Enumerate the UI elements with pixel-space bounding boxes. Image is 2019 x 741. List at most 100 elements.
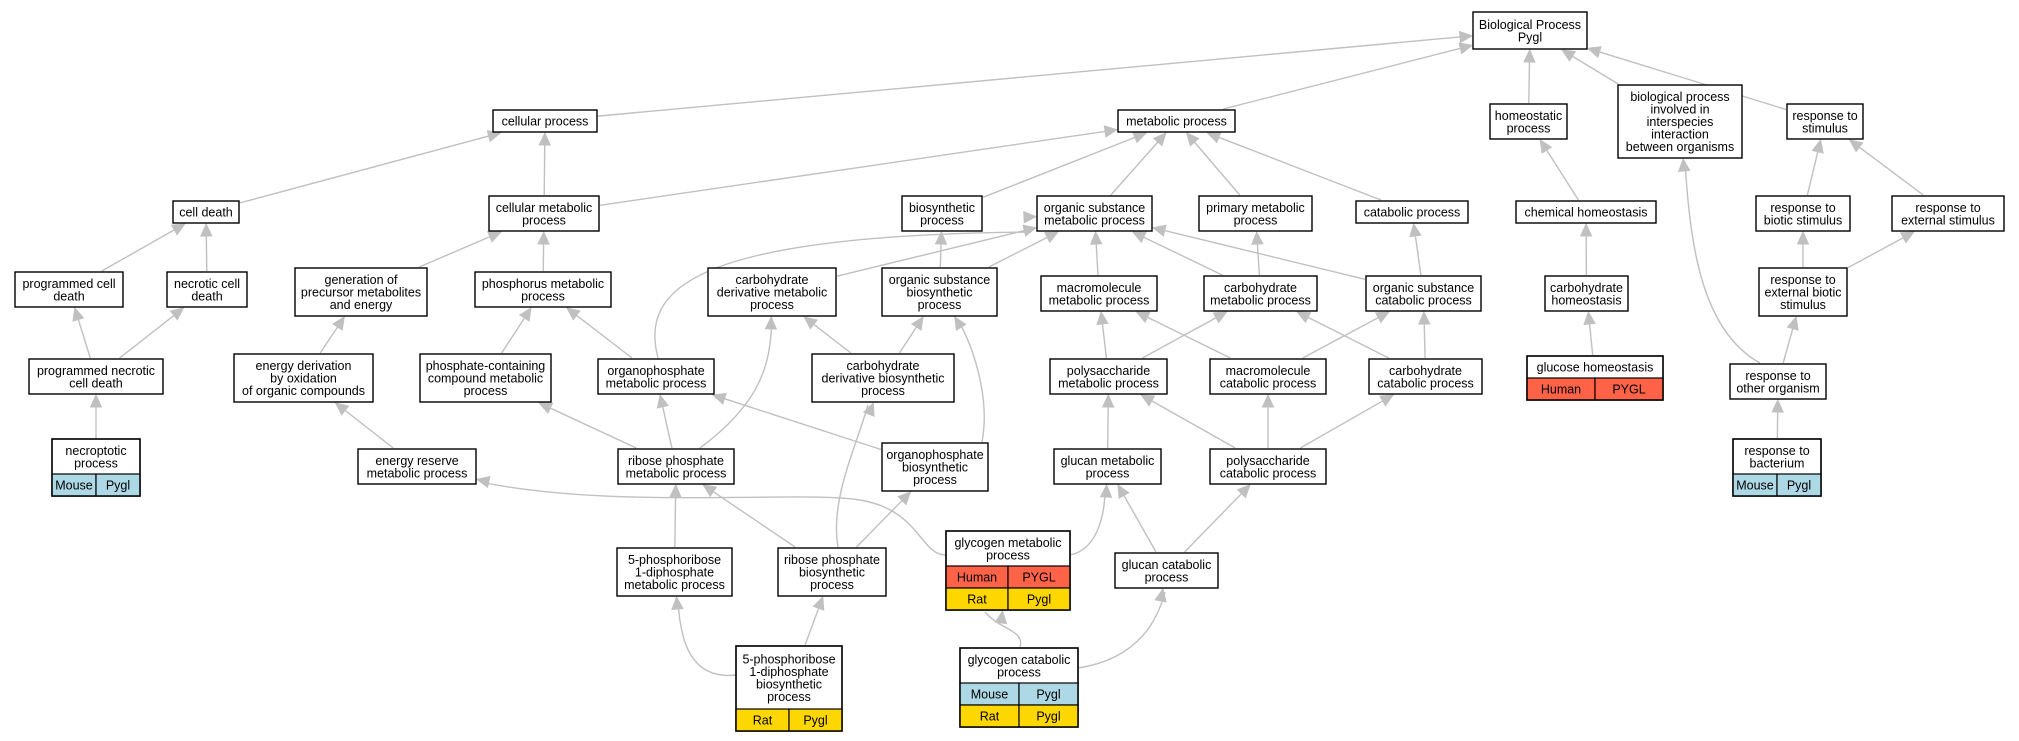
node-label-line: stimulus — [1780, 298, 1826, 312]
edge-org-sub-catab-to-org-sub-metab — [1164, 229, 1366, 280]
organism-label: Rat — [967, 593, 987, 607]
node-label-line: Pygl — [1518, 30, 1542, 44]
node-label-line: response to — [1745, 369, 1810, 383]
node-label-line: polysaccharide — [1226, 454, 1309, 468]
node-box — [616, 547, 733, 597]
edge-prog-necrotic-to-necrotic-death-arrow — [169, 307, 185, 321]
edge-necrotic-death-to-cell-death-arrow — [200, 222, 213, 237]
edge-glycogen-catab-to-glycogen-metab — [984, 611, 1022, 648]
go-term-cellular: cellular process — [492, 109, 598, 133]
organism-label: Human — [957, 571, 997, 585]
edge-resp-ext-to-resp-stim — [1858, 146, 1924, 196]
edge-necroptotic-to-prog-necrotic-arrow — [89, 393, 103, 408]
node-label-line: biotic stimulus — [1764, 213, 1843, 227]
node-label-line: process — [1234, 213, 1278, 227]
node-label-line: process — [1145, 570, 1189, 584]
organism-label: Mouse — [971, 688, 1009, 702]
node-label-line: between organisms — [1626, 140, 1734, 154]
node-label-line: process — [1086, 466, 1130, 480]
node-label-line: metabolic process — [1126, 115, 1227, 129]
node-label-line: cell death — [69, 376, 123, 390]
node-box — [1472, 11, 1588, 50]
edge-org-sub-biosynth-to-org-sub-metab — [988, 236, 1048, 268]
edge-glycogen-metab-to-glucan-metab-arrow — [1099, 483, 1113, 498]
node-box — [1049, 358, 1168, 395]
node-box — [419, 353, 552, 403]
edge-glycogen-catab-to-glycogen-metab-arrow — [994, 609, 1008, 625]
edge-polysacch-metab-to-carb-metab — [1142, 317, 1217, 359]
node-label-line: carbohydrate — [847, 359, 920, 373]
node-label-line: energy derivation — [256, 359, 352, 373]
node-label-line: catabolic process — [1375, 293, 1472, 307]
edge-polysacch-catab-to-polysacch-metab — [1151, 400, 1236, 449]
edge-macromol-metab-to-org-sub-metab — [1095, 243, 1099, 276]
edge-metabolic-to-bp — [1223, 47, 1461, 110]
node-label-line: organophosphate — [607, 364, 704, 378]
edge-gen-precursor-to-cell-metab — [419, 236, 491, 268]
edge-energy-deriv-to-gen-precursor — [319, 326, 339, 354]
node-label-line: ribose phosphate — [784, 553, 880, 567]
edge-ribose-phos-metab-to-organophos-metab-arrow — [656, 393, 669, 409]
node-label-line: process — [997, 665, 1041, 679]
edge-polysacch-catab-to-macromol-catab-arrow — [1261, 393, 1275, 408]
node-label-line: carbohydrate — [736, 273, 809, 287]
node-box — [1729, 363, 1827, 400]
node-box — [1515, 200, 1657, 224]
edge-chem-homeo-to-homeostatic-arrow — [1539, 138, 1553, 154]
node-label-line: cellular process — [502, 115, 589, 129]
edge-resp-other-org-to-interspecies — [1684, 161, 1761, 364]
node-box — [233, 353, 374, 403]
edge-phos-contain-to-phos-metab-arrow — [518, 306, 532, 322]
node-box — [1758, 267, 1848, 317]
edge-carb-metab-to-primary-metab-arrow — [1251, 230, 1264, 245]
gene-label: Pygl — [1027, 593, 1051, 607]
node-label-line: process — [913, 473, 957, 487]
node-label-line: necrotic cell — [174, 277, 240, 291]
node-label-line: response to — [1770, 273, 1835, 287]
edge-prpp-metab-to-ribose-phos-metab-arrow — [669, 483, 682, 498]
organism-label: Rat — [753, 714, 773, 728]
node-box — [172, 200, 240, 224]
edge-energy-reserve-to-energy-deriv-arrow — [334, 402, 350, 416]
edge-carb-deriv-metab-to-org-sub-metab — [836, 229, 1025, 277]
edge-carb-deriv-metab-to-org-sub-metab-arrow — [1022, 224, 1038, 237]
go-term-chem-homeo: chemical homeostasis — [1515, 200, 1657, 224]
gene-label: PYGL — [1022, 571, 1055, 585]
edge-cellular-to-bp — [597, 36, 1461, 117]
node-box — [1053, 448, 1162, 485]
edge-prog-necrotic-to-prog-death-arrow — [72, 306, 85, 322]
organism-label: Rat — [980, 710, 1000, 724]
node-label-line: organophosphate — [886, 448, 983, 462]
node-box — [881, 267, 998, 317]
edge-primary-metab-to-metabolic — [1194, 141, 1241, 196]
organism-label: Mouse — [1736, 479, 1774, 493]
node-label-line: process — [918, 298, 962, 312]
node-label-line: homeostatic — [1495, 109, 1562, 123]
edge-org-sub-catab-to-catabolic-arrow — [1409, 222, 1422, 238]
edge-ribose-phos-metab-to-organophos-metab — [662, 406, 673, 449]
node-label-line: organic substance — [889, 273, 991, 287]
node-label-line: process — [464, 384, 508, 398]
node-box — [597, 358, 715, 395]
edges-layer — [72, 30, 1924, 677]
edge-resp-stim-to-bp-arrow — [1586, 46, 1602, 59]
node-label-line: biosynthetic — [799, 566, 865, 580]
edge-resp-ext-to-resp-stim-arrow — [1848, 139, 1864, 153]
